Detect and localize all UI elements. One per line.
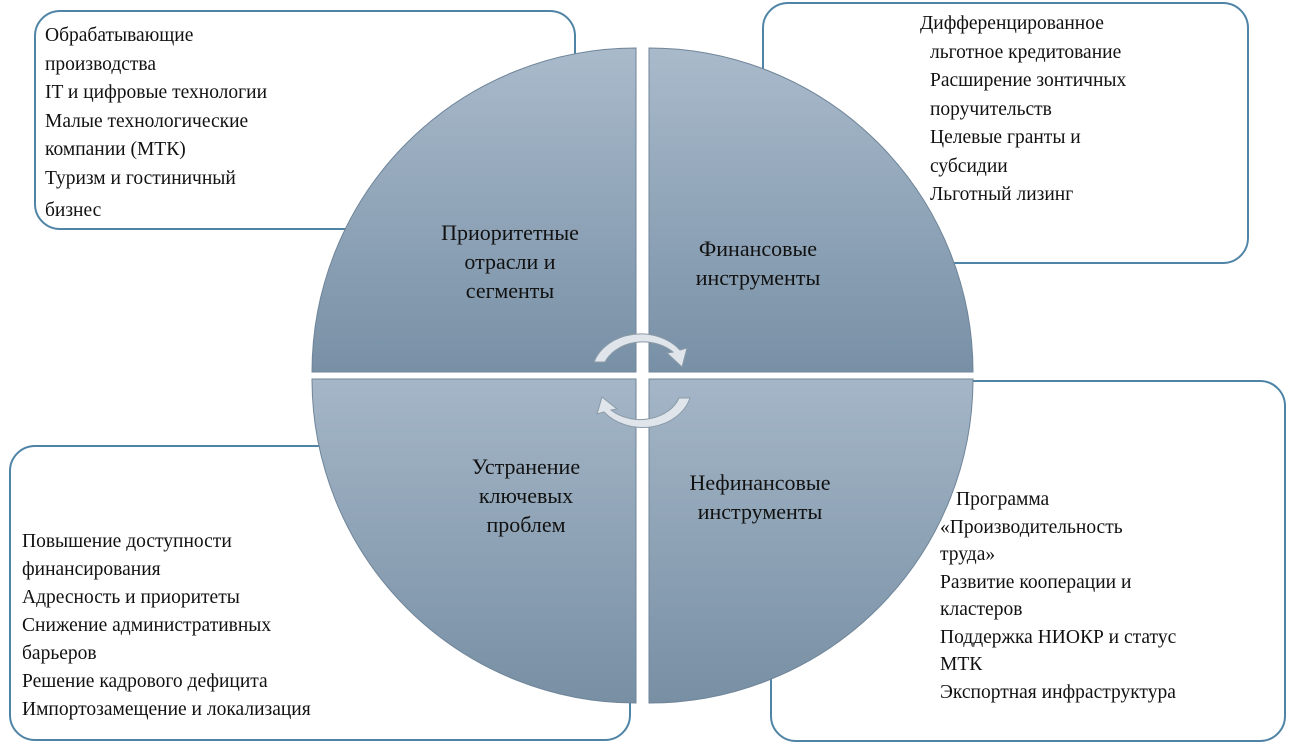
label-line: Приоритетные	[441, 220, 579, 245]
label-line: Устранение	[471, 454, 581, 479]
list-item: Адресность и приоритеты	[22, 587, 240, 608]
list-item: Импортозамещение и локализация	[22, 699, 311, 720]
list-item: IT и цифровые технологии	[45, 82, 268, 103]
list-item: Поддержка НИОКР и статус	[940, 626, 1177, 648]
quadrant-bottom-right	[648, 378, 974, 704]
quadrant-top-left	[311, 47, 637, 373]
label-line: инструменты	[697, 499, 823, 524]
quadrant-label-bottom-left: Устранение ключевых проблем	[416, 452, 636, 539]
financial-tools-list: Дифференцированное льготное кредитование…	[920, 10, 1126, 210]
list-item: барьеров	[22, 643, 97, 664]
list-item: льготное кредитование	[930, 41, 1122, 63]
label-line: проблем	[486, 512, 566, 537]
quadrant-label-top-right: Финансовые инструменты	[648, 234, 868, 292]
list-item: компании (МТК)	[45, 139, 186, 160]
list-item: Экспортная инфраструктура	[940, 681, 1176, 703]
label-line: Нефинансовые	[689, 470, 831, 495]
quadrant-bottom-left	[311, 378, 637, 704]
label-line: сегменты	[465, 278, 555, 303]
list-item: бизнес	[45, 200, 102, 221]
priority-sectors-list: Обрабатывающие производства IT и цифровы…	[45, 22, 267, 226]
list-item: кластеров	[940, 599, 1023, 620]
label-line: инструменты	[695, 265, 821, 290]
nonfinancial-tools-list: Программа «Производительность труда» Раз…	[940, 486, 1176, 706]
list-item: Решение кадрового дефицита	[22, 671, 268, 692]
cycle-arrow-top-icon	[593, 333, 688, 368]
list-item: Развитие кооперации и	[940, 571, 1132, 593]
list-item: Расширение зонтичных	[930, 70, 1127, 91]
list-item: производства	[45, 53, 157, 75]
list-item: Программа	[956, 489, 1050, 510]
list-item: поручительств	[930, 98, 1052, 120]
list-item: Малые технологические	[45, 110, 249, 132]
list-item: Целевые гранты и	[930, 127, 1081, 148]
list-item: МТК	[940, 654, 983, 675]
list-item: труда»	[940, 544, 996, 565]
quadrant-top-right	[648, 47, 974, 373]
list-item: Льготный лизинг	[930, 184, 1074, 205]
list-item: финансирования	[22, 559, 161, 580]
label-line: Финансовые	[698, 236, 818, 261]
list-item: Повышение доступности	[22, 531, 232, 552]
cycle-arrow-bottom-icon	[596, 396, 691, 428]
list-item: субсидии	[930, 155, 1008, 177]
list-item: Снижение административных	[22, 615, 272, 636]
label-line: отрасли и	[464, 249, 556, 274]
key-problems-list: Повышение доступности финансирования Адр…	[22, 528, 311, 724]
quadrant-label-top-left: Приоритетные отрасли и сегменты	[400, 218, 620, 305]
list-item: Туризм и гостиничный	[45, 167, 236, 189]
list-item: «Производительность	[940, 516, 1123, 538]
quadrant-label-bottom-right: Нефинансовые инструменты	[650, 468, 870, 526]
label-line: ключевых	[478, 483, 574, 508]
list-item: Обрабатывающие	[45, 25, 194, 46]
list-item: Дифференцированное	[920, 13, 1104, 34]
